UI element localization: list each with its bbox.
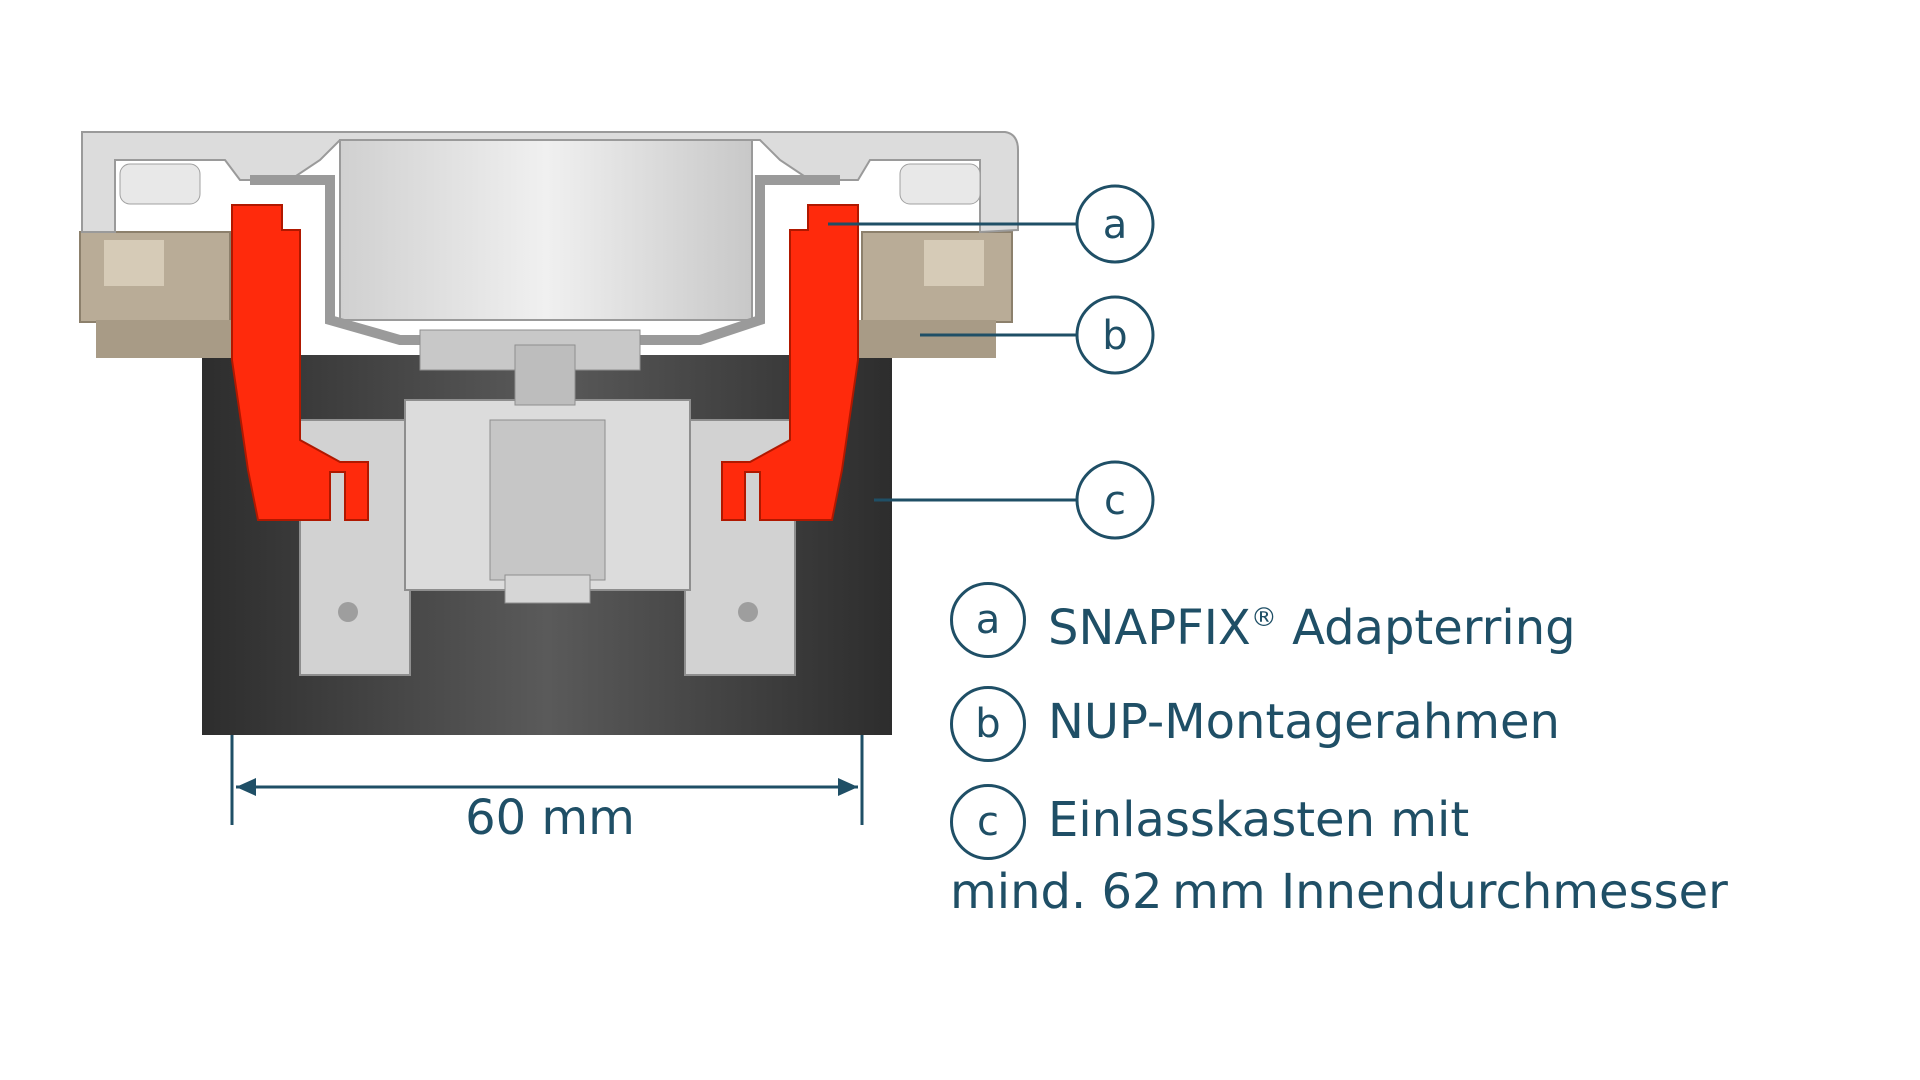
legend-text-c-line1: Einlasskasten mit: [1048, 792, 1470, 848]
legend-text-c-line2: mind. 62 mm Innendurchmesser: [950, 864, 1728, 920]
snapfix-adapter-ring: [231, 204, 859, 521]
dimension-label: 60 mm: [465, 790, 635, 846]
legend: a SNAPFIX® Adapterring b NUP-Montagerahm…: [950, 582, 1910, 950]
legend-badge-c: c: [950, 784, 1026, 860]
leader-lines: [828, 222, 1077, 502]
legend-badge-a: a: [950, 582, 1026, 658]
callout-a-label: a: [1103, 202, 1128, 248]
callout-c: c: [1075, 460, 1155, 540]
callout-c-label: c: [1104, 478, 1126, 524]
nup-mounting-frame: [79, 231, 1013, 358]
legend-item-c: c Einlasskasten mit mind. 62 mm Innendur…: [950, 784, 1910, 928]
dimension-60mm: [230, 735, 864, 825]
callout-b-label: b: [1102, 313, 1127, 359]
legend-text-c: Einlasskasten mit mind. 62 mm Innendurch…: [950, 784, 1728, 928]
callout-a: a: [1075, 184, 1155, 264]
legend-item-b: b NUP-Montagerahmen: [950, 686, 1910, 762]
cover-plate: [81, 131, 1019, 345]
legend-item-a: a SNAPFIX® Adapterring: [950, 582, 1910, 664]
legend-text-a: SNAPFIX® Adapterring: [1048, 600, 1576, 656]
callout-b: b: [1075, 295, 1155, 375]
legend-badge-b: b: [950, 686, 1026, 762]
legend-text-b: NUP-Montagerahmen: [1048, 694, 1560, 750]
